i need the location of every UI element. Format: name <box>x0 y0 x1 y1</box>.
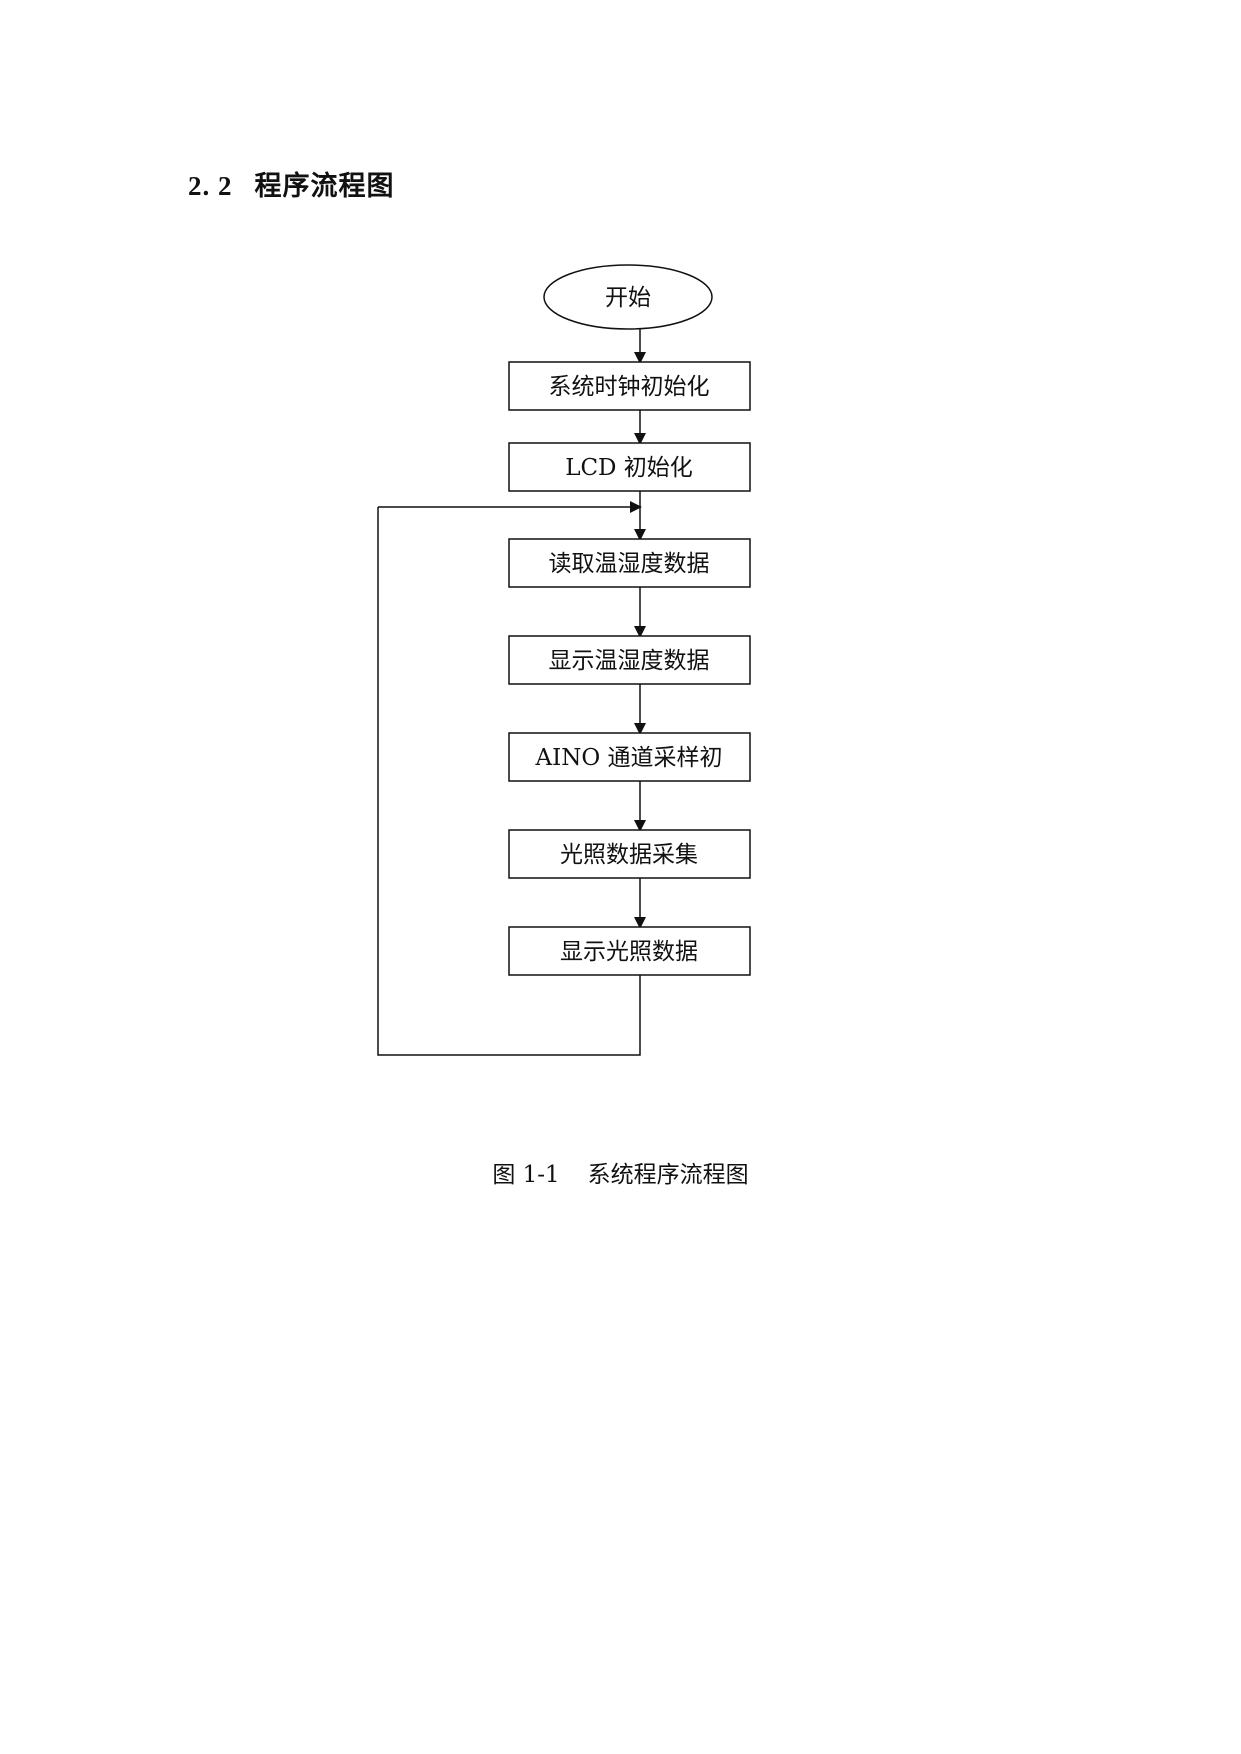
section-number: 2. 2 <box>188 171 233 201</box>
process-label-show-light: 显示光照数据 <box>560 939 698 965</box>
process-box-show-light <box>508 926 751 976</box>
figure-title: 系统程序流程图 <box>587 1162 749 1188</box>
process-label-aino-sampling: AINO 通道采样初 <box>535 745 723 771</box>
process-box-lcd-init <box>508 442 751 492</box>
process-box-light-acquisition <box>508 829 751 879</box>
process-box-show-temp-humidity <box>508 635 751 685</box>
loop-back-line <box>377 507 641 1056</box>
process-label-show-temp-humidity: 显示温湿度数据 <box>549 648 710 674</box>
section-heading: 2. 2 程序流程图 <box>188 164 395 203</box>
process-label-light-acquisition: 光照数据采集 <box>560 842 698 868</box>
start-terminal <box>543 264 713 330</box>
process-label-clock-init: 系统时钟初始化 <box>549 374 710 400</box>
start-label: 开始 <box>605 285 651 311</box>
process-box-read-temp-humidity <box>508 538 751 588</box>
process-box-clock-init <box>508 361 751 411</box>
process-label-read-temp-humidity: 读取温湿度数据 <box>549 551 710 577</box>
process-label-lcd-init: LCD 初始化 <box>565 455 693 481</box>
figure-caption: 图 1-1 系统程序流程图 <box>0 1155 1241 1189</box>
section-title: 程序流程图 <box>254 171 395 202</box>
figure-number: 图 1-1 <box>492 1162 560 1188</box>
process-box-aino-sampling <box>508 732 751 782</box>
